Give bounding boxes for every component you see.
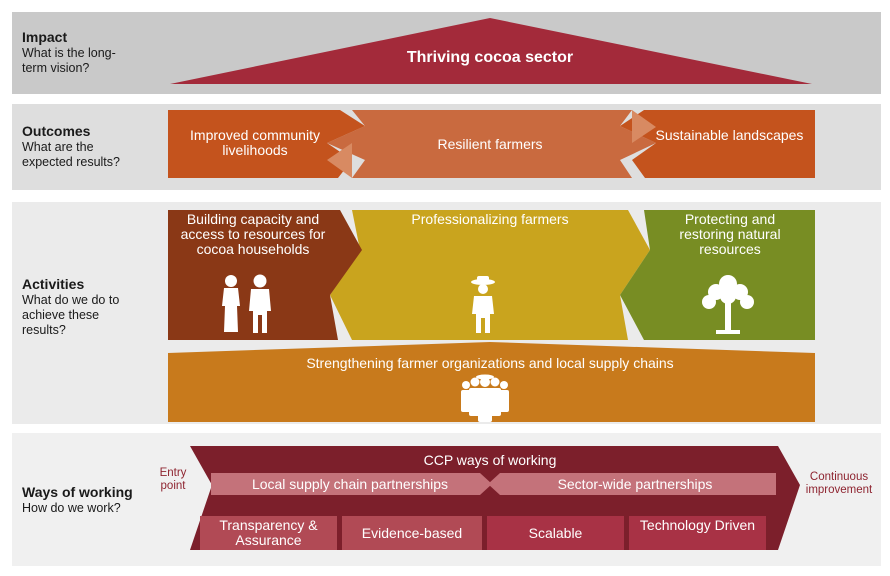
principle-1-label: Transparency & Assurance (219, 517, 318, 548)
impact-label-question: What is the long-term vision? (22, 46, 116, 75)
outcome-2-label: Resilient farmers (437, 136, 543, 152)
principle-4-label: Technology Driven (639, 517, 756, 533)
outcome-left-shape (168, 110, 365, 178)
tree-icon (702, 275, 754, 334)
entry-point-label: Entry point (159, 467, 187, 492)
outcome-right-shape (620, 110, 815, 178)
farmer-icon (471, 276, 495, 333)
principle-2-label: Evidence-based (361, 525, 463, 541)
outcome-1-label: Improved community livelihoods (190, 127, 320, 158)
ways-label-title: Ways of working (22, 484, 133, 500)
principle-4-box (629, 516, 766, 550)
partnership-local: Local supply chain partnerships (251, 476, 449, 492)
activity-3-label: Protecting and restoring natural resourc… (679, 211, 781, 257)
impact-label: Impact What is the long-term vision? (22, 29, 132, 76)
couple-icon (222, 274, 271, 333)
partnership-sector: Sector-wide partnerships (557, 476, 713, 492)
outcome-left-notch (327, 143, 352, 178)
impact-label-title: Impact (22, 29, 68, 45)
outcome-center-shape (327, 110, 656, 178)
impact-roof (170, 18, 812, 84)
activities-label: Activities What do we do to achieve thes… (22, 276, 137, 338)
outcome-3-label: Sustainable landscapes (655, 127, 804, 143)
outcome-right-notch (632, 110, 656, 143)
activity-1-label: Building capacity and access to resource… (180, 211, 326, 257)
group-icon (461, 374, 509, 422)
foundation-label: Strengthening farmer organizations and l… (306, 355, 674, 371)
activity-2-label: Professionalizing farmers (411, 211, 569, 227)
principle-3-box (487, 516, 624, 550)
activity-center-shape (330, 210, 650, 340)
outcomes-label: Outcomes What are the expected results? (22, 123, 140, 170)
outcomes-label-title: Outcomes (22, 123, 91, 139)
impact-vision: Thriving cocoa sector (406, 49, 574, 66)
ways-label-question: How do we work? (22, 501, 121, 515)
outcomes-label-question: What are the expected results? (22, 140, 120, 169)
continuous-improvement-label: Continuous improvement (805, 471, 873, 496)
ways-label: Ways of working How do we work? (22, 484, 162, 516)
principle-2-box (342, 516, 482, 550)
activity-right-shape (620, 210, 815, 340)
principle-1-box (200, 516, 337, 550)
principle-3-label: Scalable (528, 525, 583, 541)
partnership-bar (211, 473, 492, 495)
partnership-bar-right (488, 473, 776, 495)
activities-label-question: What do we do to achieve these results? (22, 293, 120, 337)
activities-label-title: Activities (22, 276, 85, 292)
activity-left-shape (168, 210, 362, 340)
ways-header: CCP ways of working (423, 452, 557, 468)
